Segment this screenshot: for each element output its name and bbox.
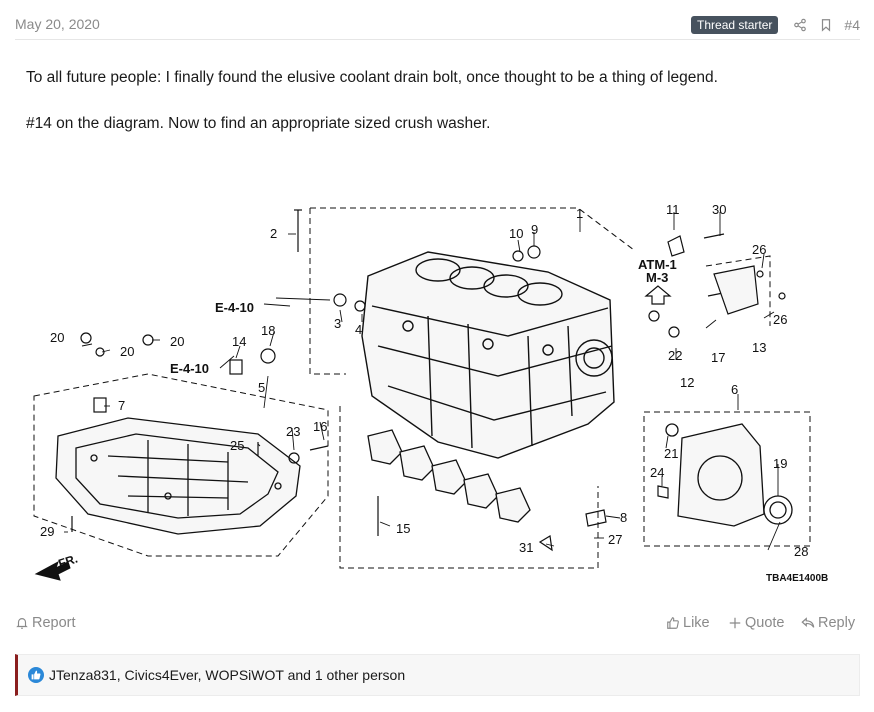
callout-26-a: 26	[752, 242, 766, 257]
callout-29: 29	[40, 524, 54, 539]
callout-20-c: 20	[170, 334, 184, 349]
like-label: Like	[683, 615, 710, 631]
rear-seal-housing-drawing	[665, 423, 793, 527]
leader-lines	[64, 212, 781, 551]
post-header: May 20, 2020 Thread starter #4	[15, 10, 860, 40]
plus-icon	[729, 617, 741, 629]
callout-27: 27	[608, 532, 622, 547]
like-button[interactable]: Like	[666, 615, 710, 631]
bearing-caps-drawing	[367, 429, 531, 523]
callout-7: 7	[118, 398, 125, 413]
callout-28: 28	[794, 544, 808, 559]
post-text-line-2: #14 on the diagram. Now to find an appro…	[26, 115, 491, 132]
like-reaction-icon	[28, 667, 44, 683]
callout-8: 8	[620, 510, 627, 525]
callout-14: 14	[232, 334, 246, 349]
callout-10: 10	[509, 226, 523, 241]
ref-e-4-10-top[interactable]: E-4-10	[215, 300, 254, 315]
reply-arrow-icon	[801, 617, 815, 628]
thumbs-up-icon	[667, 617, 679, 629]
up-arrow-icon	[644, 285, 672, 305]
reply-label: Reply	[818, 615, 856, 631]
bell-icon	[16, 618, 28, 629]
callout-19: 19	[773, 456, 787, 471]
callout-31: 31	[519, 540, 533, 555]
engine-block-drawing	[361, 251, 615, 459]
callout-22: 22	[668, 348, 682, 363]
reply-button[interactable]: Reply	[801, 615, 855, 631]
front-arrow-icon	[34, 560, 71, 581]
post-number-link[interactable]: #4	[844, 17, 860, 33]
callout-3: 3	[334, 316, 341, 331]
callout-labels: 1 2 3 4 5 6 7 8 9 10 11 12 13 14 15 16 1…	[40, 202, 808, 559]
callout-1: 1	[576, 206, 583, 221]
callout-20-a: 20	[50, 330, 64, 345]
callout-5: 5	[258, 380, 265, 395]
callout-15: 15	[396, 521, 410, 536]
callout-25: 25	[230, 438, 244, 453]
share-icon[interactable]	[792, 17, 808, 33]
quote-label: Quote	[745, 615, 785, 631]
callout-13: 13	[752, 340, 766, 355]
callout-21: 21	[664, 446, 678, 461]
oil-pan-drawing	[55, 417, 301, 535]
callout-23: 23	[286, 424, 300, 439]
reactions-list[interactable]: JTenza831, Civics4Ever, WOPSiWOT and 1 o…	[49, 667, 406, 683]
ref-m-3[interactable]: M-3	[646, 270, 668, 285]
reactions-bar[interactable]: JTenza831, Civics4Ever, WOPSiWOT and 1 o…	[15, 654, 860, 696]
report-label: Report	[32, 615, 76, 631]
callout-12: 12	[680, 375, 694, 390]
callout-6: 6	[731, 382, 738, 397]
bookmark-icon[interactable]	[818, 17, 834, 33]
hardware-drawing	[71, 209, 786, 552]
post-text-line-1: To all future people: I finally found th…	[26, 69, 718, 86]
report-button[interactable]: Report	[15, 615, 76, 631]
callout-30: 30	[712, 202, 726, 217]
callout-18: 18	[261, 323, 275, 338]
thread-starter-badge: Thread starter	[691, 16, 779, 34]
callout-16: 16	[313, 419, 327, 434]
ref-e-4-10-left[interactable]: E-4-10	[170, 361, 209, 376]
engine-block-parts-diagram[interactable]: 1 2 3 4 5 6 7 8 9 10 11 12 13 14 15 16 1…	[28, 196, 848, 588]
callout-20-b: 20	[120, 344, 134, 359]
quote-button[interactable]: Quote	[728, 615, 785, 631]
diagram-guide-lines	[33, 207, 811, 569]
front-label: FR.	[57, 552, 80, 571]
callout-11: 11	[666, 202, 680, 217]
ref-atm-1[interactable]: ATM-1	[638, 257, 677, 272]
callout-9: 9	[531, 222, 538, 237]
post-date[interactable]: May 20, 2020	[15, 16, 100, 32]
callout-26-b: 26	[773, 312, 787, 327]
callout-17: 17	[711, 350, 725, 365]
diagram-code: TBA4E1400B	[766, 573, 828, 584]
callout-4: 4	[355, 322, 362, 337]
callout-2: 2	[270, 226, 277, 241]
callout-24: 24	[650, 465, 664, 480]
post-actions: Report Like Quote Reply	[15, 615, 860, 637]
reference-labels: E-4-10 E-4-10 ATM-1 M-3 FR. TBA4E1400B	[57, 257, 829, 584]
post-header-tools: Thread starter #4	[691, 15, 860, 35]
